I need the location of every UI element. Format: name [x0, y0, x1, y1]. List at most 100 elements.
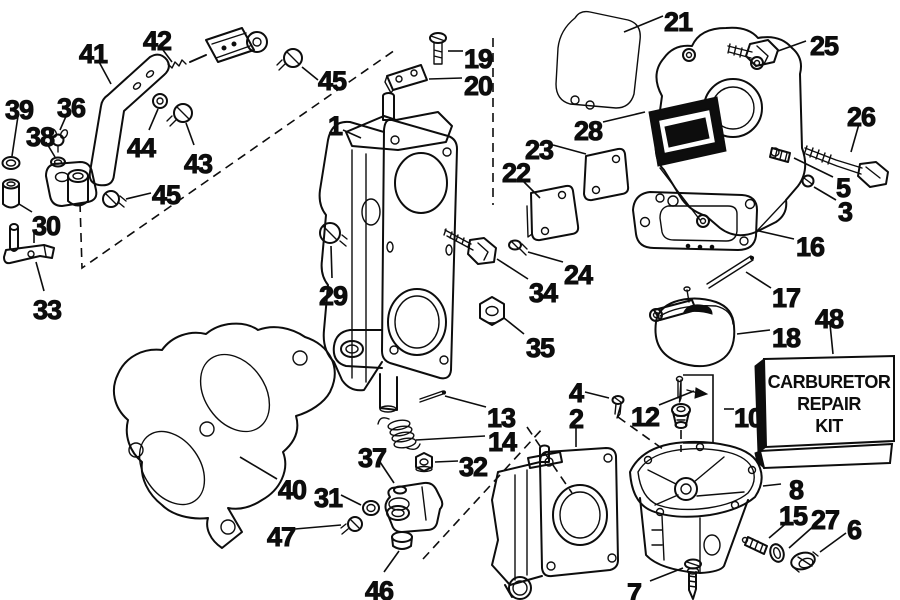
callout-34: 34: [529, 278, 558, 308]
screw-45-lower: [102, 190, 127, 208]
o-ring-27: [769, 543, 785, 563]
bolt-25: [727, 39, 779, 67]
leader-line-43: [185, 122, 195, 146]
leader-line-13: [444, 395, 487, 408]
callout-27: 27: [811, 505, 839, 535]
callout-23: 23: [525, 135, 554, 165]
callout-17: 17: [772, 283, 800, 313]
choke-housing-28: [648, 26, 807, 237]
float-pin-17: [706, 255, 755, 289]
callout-15: 15: [779, 501, 808, 531]
mounting-gasket-40: [112, 322, 336, 549]
callout-12: 12: [631, 402, 659, 432]
leader-line-20: [428, 77, 463, 80]
callout-20: 20: [464, 71, 492, 101]
leader-line-41: [97, 59, 112, 85]
idle-screw-29: [319, 222, 348, 247]
cap-46: [391, 531, 413, 550]
leader-line-3: [813, 186, 837, 201]
plate-20: [384, 64, 428, 94]
callout-30: 30: [32, 211, 60, 241]
bolt-34: [443, 228, 497, 265]
leader-line-40: [239, 456, 278, 480]
callout-38: 38: [26, 122, 55, 152]
leader-line-23: [552, 144, 587, 155]
control-lever-arm-41: [45, 53, 170, 207]
leader-line-27: [788, 523, 817, 549]
leader-line-46: [383, 550, 400, 573]
leader-line-14: [415, 435, 486, 441]
screw-45-upper: [276, 48, 303, 71]
leader-line-35: [503, 317, 525, 335]
plug-screw-6: [790, 551, 819, 573]
leader-line-34: [496, 258, 529, 280]
screw-24: [508, 239, 528, 256]
leader-line-21: [623, 15, 664, 33]
callout-44: 44: [127, 133, 156, 163]
callout-19: 19: [464, 44, 493, 74]
callout-24: 24: [564, 260, 593, 290]
leader-line-31: [340, 494, 362, 506]
nut-3: [801, 174, 815, 188]
leader-line-36: [59, 113, 68, 131]
cover-plate-22: [526, 184, 580, 242]
screw-19: [429, 32, 447, 65]
callout-2: 2: [569, 404, 583, 434]
leader-line-22: [519, 177, 541, 199]
callout-45: 45: [152, 180, 181, 210]
callout-4: 4: [569, 378, 584, 408]
pin-and-bracket-33: [3, 223, 55, 265]
callout-1: 1: [328, 111, 343, 141]
callout-10: 10: [734, 403, 762, 433]
needle-seat-12: [671, 403, 691, 429]
wing-screw-36: [48, 128, 69, 153]
leader-line-39: [11, 115, 19, 157]
leader-line-17: [745, 271, 772, 289]
callout-28: 28: [574, 116, 603, 146]
spring-14: [377, 417, 421, 451]
leader-line-33: [35, 261, 45, 292]
bolt-26: [803, 145, 889, 188]
leader-line-30: [18, 203, 33, 213]
leader-line-45: [301, 66, 319, 81]
group-bracket-10: [683, 374, 714, 444]
screw-4: [611, 395, 625, 419]
o-ring-39: [1, 156, 21, 170]
swivel-clevis-37: [384, 481, 444, 533]
leader-line-6: [819, 532, 847, 553]
plug-15: [741, 536, 768, 555]
callout-8: 8: [789, 475, 804, 505]
callout-32: 32: [459, 452, 487, 482]
leader-line-38: [45, 141, 56, 158]
screw-43: [166, 103, 193, 127]
carburetor-body-1: [318, 92, 458, 413]
callout-46: 46: [365, 576, 394, 600]
leader-line-28: [602, 111, 646, 123]
diaphragm-gasket-16: [632, 191, 758, 251]
leader-line-12: [658, 390, 695, 406]
pin-13: [419, 390, 447, 403]
leader-line-7: [649, 567, 684, 582]
nut-35: [479, 296, 505, 326]
leader-line-29: [330, 245, 333, 279]
nut-32: [415, 452, 433, 473]
callout-26: 26: [847, 102, 876, 132]
callout-6: 6: [847, 515, 862, 545]
callout-35: 35: [526, 333, 555, 363]
callout-29: 29: [319, 281, 348, 311]
screw-47: [340, 516, 363, 535]
callout-45: 45: [318, 66, 347, 96]
leader-line-4: [584, 391, 610, 399]
kit-box-line-2: REPAIR: [797, 394, 861, 414]
callout-5: 5: [836, 173, 851, 203]
drain-screw-7: [684, 558, 702, 600]
cover-plate-23: [583, 147, 630, 202]
washer-38: [50, 156, 66, 168]
gasket-21: [555, 10, 641, 110]
callout-7: 7: [627, 578, 641, 600]
callout-48: 48: [815, 304, 844, 334]
leader-line-1: [342, 129, 362, 139]
washer-44: [152, 93, 168, 109]
